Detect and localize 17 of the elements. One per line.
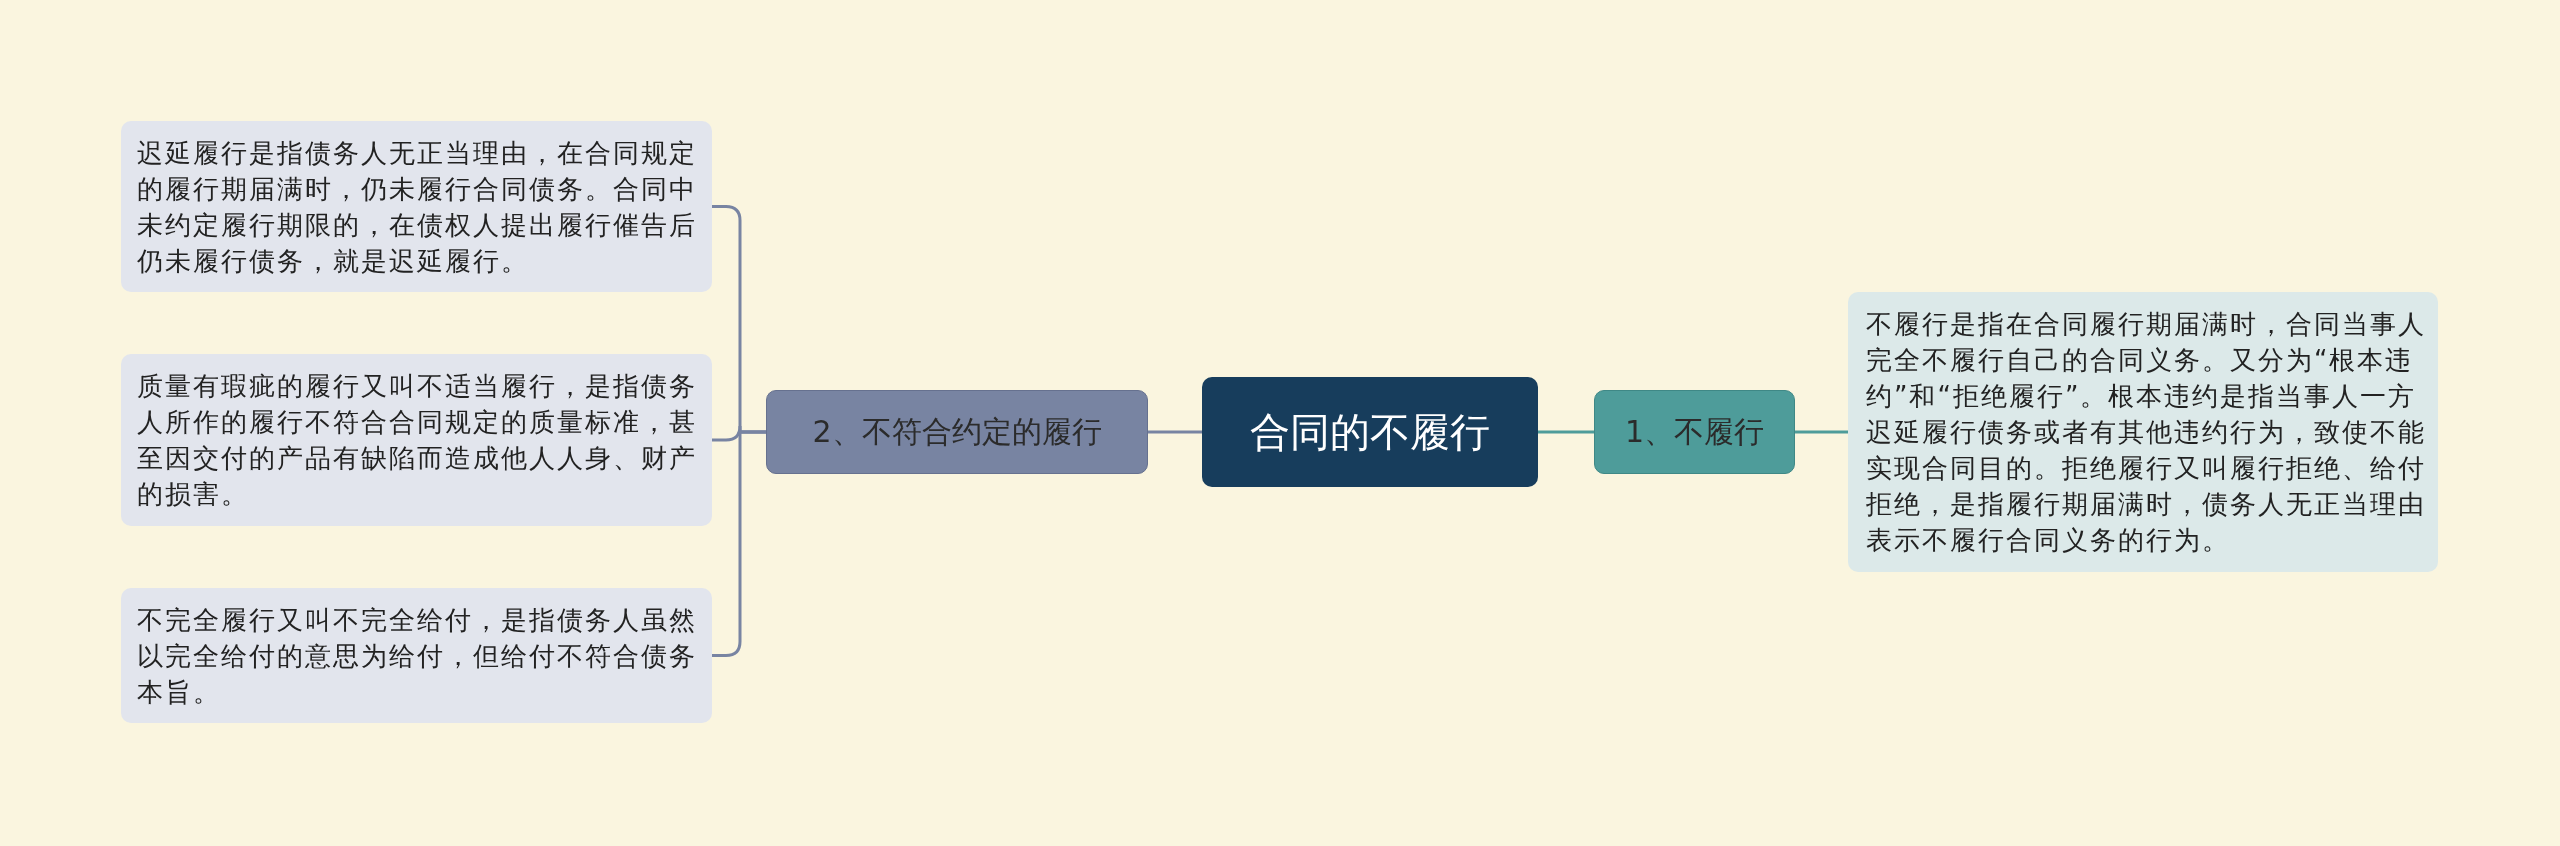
topic-text: 1、不履行 bbox=[1624, 412, 1765, 451]
detail-card bbox=[121, 354, 712, 526]
topic-text: 2、不符合约定的履行 bbox=[812, 412, 1102, 451]
connector-line bbox=[1148, 430, 1202, 434]
branch-topic bbox=[766, 390, 1148, 474]
topic-text: 不完全履行又叫不完全给付，是指债务人虽然以完全给付的意思为给付，但给付不符合债务本旨。 bbox=[137, 603, 698, 709]
topic-text: 迟延履行是指债务人无正当理由，在合同规定的履行期届满时，仍未履行合同债务。合同中未约定履行期限的，在债权人提出履行催告后仍未履行债务，就是迟延履行。 bbox=[137, 136, 698, 278]
root-topic bbox=[1202, 377, 1538, 487]
detail-card bbox=[121, 588, 712, 723]
connector-line bbox=[1795, 430, 1848, 434]
topic-text: 不履行是指在合同履行期届满时，合同当事人完全不履行自己的合同义务。又分为“根本违约”和“拒绝履行”。根本违约是指当事人一方迟延履行债务或者有其他违约行为，致使不能实现合同目的。拒绝履行又叫履行拒绝、给付拒绝，是指履行期届满时，债务人无正当理由表示不履行合同义务的行为。 bbox=[1866, 308, 2427, 557]
detail-card bbox=[121, 121, 712, 292]
topic-text: 合同的不履行 bbox=[1250, 407, 1490, 457]
branch-topic bbox=[1594, 390, 1795, 474]
detail-card bbox=[1848, 292, 2438, 572]
connector-line bbox=[1538, 430, 1594, 434]
topic-text: 质量有瑕疵的履行又叫不适当履行，是指债务人所作的履行不符合合同规定的质量标准，甚至因交付的产品有缺陷而造成他人人身、财产的损害。 bbox=[137, 370, 698, 511]
